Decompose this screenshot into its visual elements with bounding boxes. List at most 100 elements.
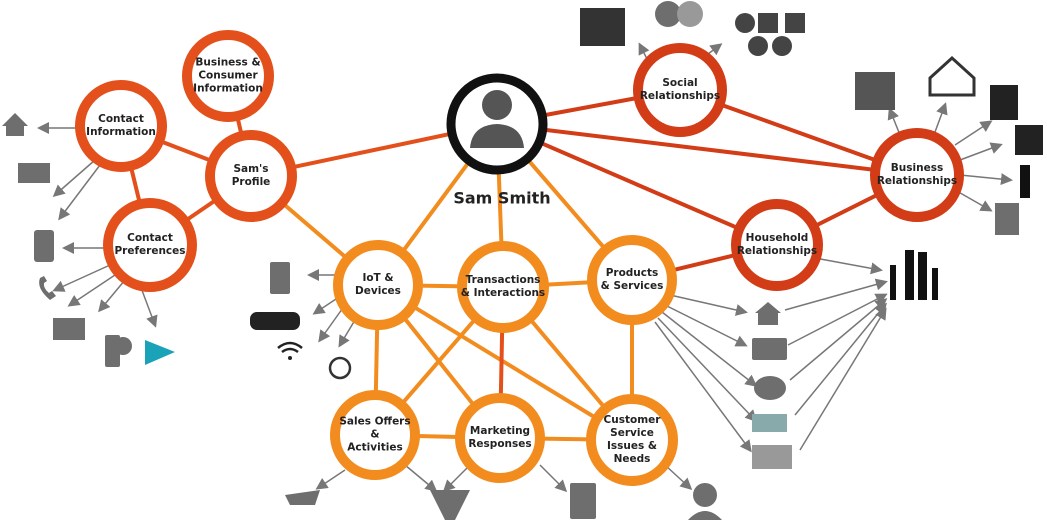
arrow-connector bbox=[959, 142, 1003, 161]
person-avatar-icon bbox=[482, 90, 512, 120]
credit-card-icon bbox=[752, 338, 787, 360]
node-household-circle bbox=[731, 199, 823, 291]
arrow-connector bbox=[404, 464, 438, 492]
node-customer-circle bbox=[586, 394, 678, 486]
node-contact-pref-circle bbox=[103, 198, 197, 292]
tablet-icon bbox=[270, 262, 290, 294]
message-icon bbox=[53, 318, 85, 340]
arrow-connector bbox=[664, 304, 748, 347]
desk-worker-icon bbox=[1015, 125, 1043, 155]
node-biz-consumer-circle bbox=[182, 30, 274, 122]
arrow-connector bbox=[664, 464, 693, 491]
arrow-connector bbox=[799, 307, 887, 451]
arrow-connector bbox=[789, 298, 888, 381]
arrow-connector bbox=[661, 311, 758, 387]
node-label-biz-consumer: Business & Consumer Information bbox=[193, 56, 263, 95]
mobile-phone-icon bbox=[34, 230, 54, 262]
edge-iot-customer bbox=[376, 283, 634, 442]
node-transactions-circle bbox=[457, 241, 549, 333]
person-name: Sam Smith bbox=[453, 188, 551, 208]
funnel-icon bbox=[430, 490, 470, 520]
arrow-connector bbox=[784, 278, 888, 311]
edge-sam-household bbox=[496, 122, 778, 247]
node-label-contact-pref: Contact Preferences bbox=[114, 232, 186, 257]
team-icon bbox=[855, 72, 895, 110]
node-label-marketing: Marketing Responses bbox=[468, 425, 532, 450]
node-social-circle bbox=[633, 43, 727, 137]
node-label-sales: Sales Offers & Activities bbox=[339, 415, 411, 454]
node-sales-circle bbox=[330, 390, 420, 480]
arrow-connector bbox=[887, 107, 901, 136]
office-worker-icon bbox=[990, 85, 1018, 120]
node-label-iot: IoT & Devices bbox=[355, 272, 401, 297]
smartwatch-icon bbox=[328, 356, 352, 380]
node-label-transactions: Transactions & Interactions bbox=[460, 274, 546, 299]
chat-phone-icon bbox=[114, 337, 132, 355]
arrow-connector bbox=[98, 279, 126, 313]
cash-icon bbox=[752, 414, 787, 432]
car-icon bbox=[250, 312, 300, 330]
social-media-icons bbox=[735, 13, 755, 33]
check-icon bbox=[752, 445, 792, 469]
arrow-connector bbox=[442, 464, 471, 493]
house-icon bbox=[755, 302, 781, 325]
arrow-connector bbox=[58, 164, 101, 221]
node-label-household: Household Relationships bbox=[736, 232, 818, 257]
node-label-profile: Sam's Profile bbox=[231, 163, 271, 188]
social-media-icons bbox=[785, 13, 805, 33]
arrow-connector bbox=[139, 284, 158, 328]
home-icon bbox=[2, 113, 28, 136]
node-profile-circle bbox=[205, 130, 297, 222]
app-logo-icon bbox=[145, 340, 175, 365]
social-media-icons bbox=[758, 13, 778, 33]
arrow-connector bbox=[539, 464, 568, 493]
arrow-connector bbox=[814, 257, 883, 275]
social-media-icons bbox=[748, 36, 768, 56]
arrow-connector bbox=[52, 264, 111, 292]
node-products-circle bbox=[587, 235, 677, 325]
phone-icon bbox=[39, 276, 56, 300]
edge-sam-business_rel bbox=[496, 122, 918, 177]
arrow-connector bbox=[954, 189, 993, 212]
node-business-rel-circle bbox=[870, 128, 964, 222]
chat-bubbles-icon bbox=[655, 1, 681, 27]
family-icon bbox=[932, 268, 938, 300]
piggy-bank-icon bbox=[754, 376, 786, 400]
money-hand-icon bbox=[285, 490, 320, 505]
node-label-business-rel: Business Relationships bbox=[876, 162, 958, 187]
node-iot-circle bbox=[333, 240, 423, 330]
arrow-connector bbox=[934, 102, 948, 133]
woman-icon bbox=[1020, 165, 1030, 198]
arrow-connector bbox=[318, 304, 346, 343]
checklist-icon bbox=[570, 483, 596, 519]
node-label-contact-info: Contact Information bbox=[86, 113, 156, 138]
customer-support-icon bbox=[688, 511, 722, 520]
customer-support-icon bbox=[693, 483, 717, 507]
arrow-connector bbox=[654, 321, 752, 453]
email-icon bbox=[18, 163, 50, 183]
node-contact-info-circle bbox=[75, 80, 167, 172]
business-people-icon bbox=[580, 8, 625, 46]
wifi-icon bbox=[288, 356, 292, 360]
arrow-connector bbox=[67, 274, 116, 307]
arrow-connector bbox=[954, 120, 993, 146]
arrow-connector bbox=[338, 319, 356, 348]
arrow-connector bbox=[794, 302, 887, 416]
arrow-connector bbox=[315, 469, 346, 490]
arrow-connector bbox=[787, 293, 888, 346]
node-marketing-circle bbox=[455, 393, 545, 483]
node-label-social: Social Relationships bbox=[639, 77, 721, 102]
family-icon bbox=[905, 250, 914, 300]
social-media-icons bbox=[772, 36, 792, 56]
node-label-customer: Customer Service Issues & Needs bbox=[603, 414, 661, 465]
arrow-connector bbox=[52, 159, 96, 197]
family-icon bbox=[918, 252, 927, 300]
arrow-connector bbox=[959, 173, 1013, 186]
wifi-icon bbox=[277, 341, 303, 354]
chat-bubbles-icon bbox=[677, 1, 703, 27]
node-label-products: Products & Services bbox=[600, 267, 664, 292]
family-home-icon bbox=[928, 55, 976, 97]
arrow-connector bbox=[657, 317, 758, 423]
arrow-connector bbox=[669, 294, 748, 316]
